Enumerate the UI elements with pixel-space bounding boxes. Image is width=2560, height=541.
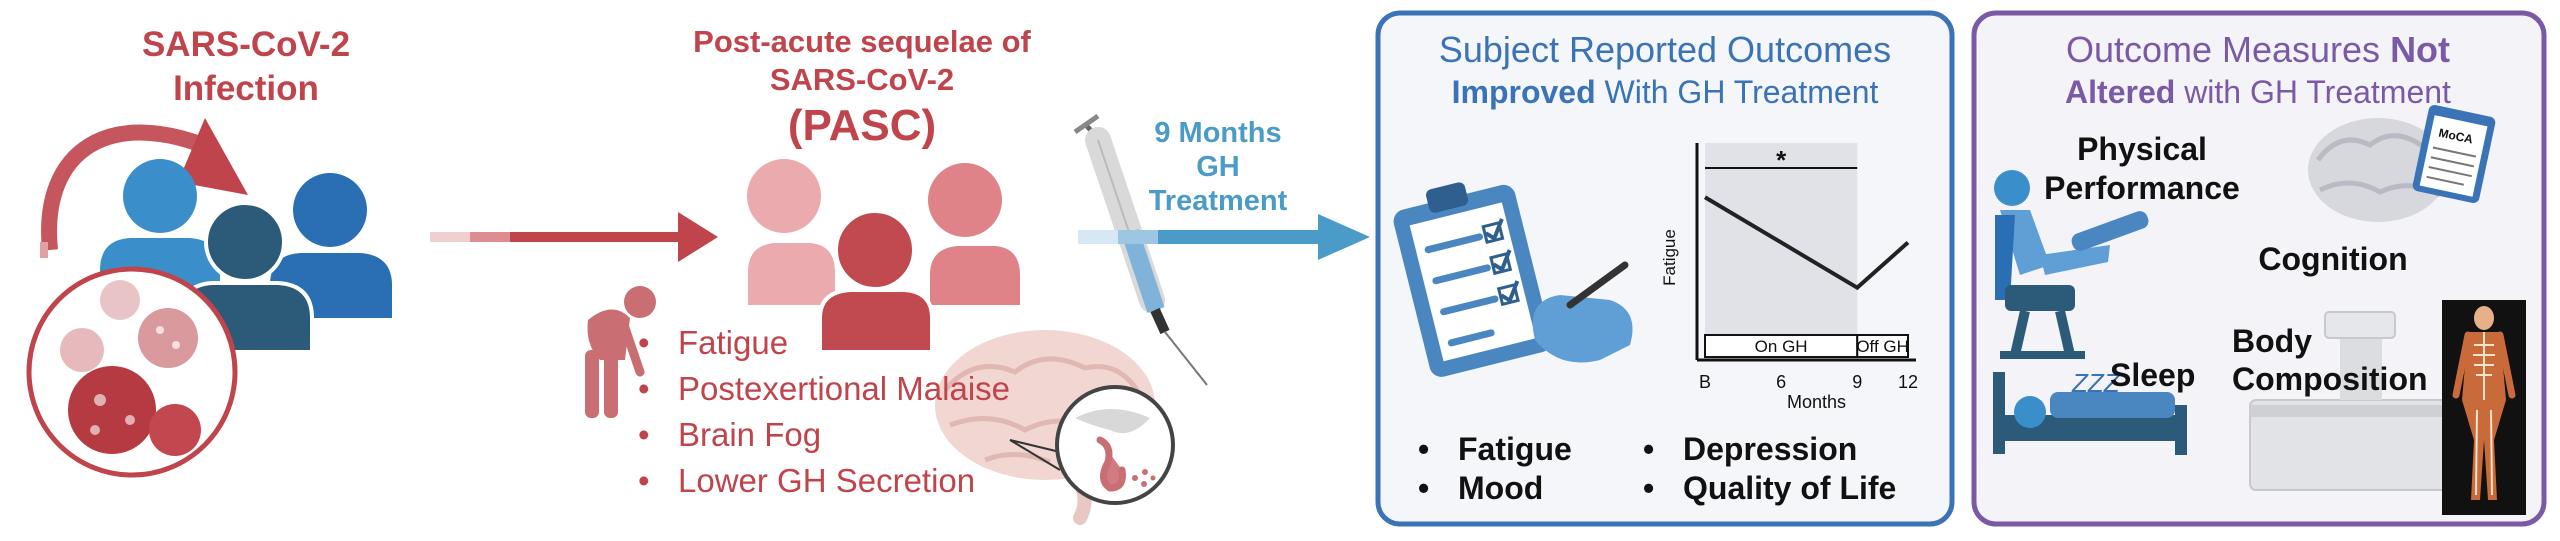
infection-title-line1: SARS-CoV-2 (142, 25, 350, 64)
outcome-measures-word: Outcome Measures (2066, 29, 2390, 70)
hand-icon (1532, 295, 1633, 363)
sleep-bed-icon: ZZZ (1993, 368, 2187, 455)
pasc-title-line2: SARS-CoV-2 (770, 62, 954, 97)
xray-skeleton-icon (2442, 300, 2526, 515)
outcome-item-depression: Depression (1683, 431, 1857, 467)
clipboard-icon (1393, 182, 1633, 377)
treatment-line3: Treatment (1149, 185, 1288, 217)
symptom-list: • Fatigue • Postexertional Malaise • Bra… (638, 324, 1010, 499)
x-tick-label: 9 (1852, 372, 1862, 392)
with-gh-treatment-text-2: with GH Treatment (2175, 74, 2451, 110)
outcome-bullet: • (1418, 470, 1429, 506)
not-word: Not (2390, 29, 2450, 70)
treatment-line2: GH (1196, 151, 1240, 183)
treatment-arrow (1078, 214, 1370, 260)
transmission-arrow (41, 124, 219, 251)
symptom-item: Brain Fog (678, 416, 821, 453)
dexa-scanner-icon (2249, 311, 2451, 491)
with-gh-treatment-text: With GH Treatment (1596, 74, 1879, 110)
syringe-icon (1073, 113, 1208, 386)
pasc-section: Post-acute sequelae of SARS-CoV-2 (PASC) (585, 24, 1175, 525)
x-tick-label: B (1699, 372, 1711, 392)
zzz-icon: ZZZ (2071, 368, 2121, 398)
cognition-label: Cognition (2258, 241, 2407, 277)
off-gh-label: Off GH (1856, 337, 1909, 356)
infection-section: SARS-CoV-2 Infection (26, 25, 392, 478)
outcome-measures-panel: Outcome Measures Not Altered with GH Tre… (1971, 10, 2547, 527)
outcome-measures-title-line2: Altered with GH Treatment (2065, 74, 2451, 110)
pen-icon (1566, 261, 1629, 309)
improved-word: Improved (1452, 74, 1596, 110)
physical-performance-line2: Performance (2044, 170, 2240, 206)
outcome-bullet: • (1643, 431, 1654, 467)
improved-outcomes-list: • Fatigue • Mood • Depression • Quality … (1418, 431, 1896, 506)
subject-outcomes-title-line1: Subject Reported Outcomes (1439, 29, 1891, 70)
outcome-measures-title-line1: Outcome Measures Not (2066, 29, 2450, 70)
physical-performance-line1: Physical (2077, 131, 2207, 167)
x-tick-label: 6 (1776, 372, 1786, 392)
brain-moca-icon: MoCA (2308, 105, 2496, 222)
fatigue-chart: * On GH Off GH B 6 9 12 Months Fatigue (1660, 143, 1918, 412)
subject-outcomes-panel: Subject Reported Outcomes Improved With … (1375, 10, 1955, 527)
y-axis-label: Fatigue (1660, 229, 1679, 286)
tired-person-icon (585, 286, 656, 418)
off-gh-period-box (1856, 334, 1909, 358)
pasc-title-line1: Post-acute sequelae of (693, 24, 1031, 59)
body-composition-line2: Composition (2232, 361, 2428, 397)
symptom-bullet: • (638, 462, 650, 499)
x-tick-label: 12 (1898, 372, 1918, 392)
subject-outcomes-border (1375, 10, 1955, 527)
transmission-arrowhead (178, 118, 248, 195)
symptom-item: Postexertional Malaise (678, 370, 1010, 407)
exercise-bike-icon (1994, 170, 2149, 359)
subject-outcomes-title-line2: Improved With GH Treatment (1452, 74, 1879, 110)
pasc-people-icon (747, 159, 1020, 354)
progression-arrow (430, 212, 718, 262)
treatment-section: 9 Months GH Treatment (1073, 113, 1370, 386)
outcome-bullet: • (1643, 470, 1654, 506)
altered-word: Altered (2065, 74, 2175, 110)
outcome-bullet: • (1418, 431, 1429, 467)
symptom-bullet: • (638, 324, 650, 361)
sleep-label: Sleep (2110, 357, 2195, 393)
symptom-item: Lower GH Secretion (678, 462, 975, 499)
symptom-bullet: • (638, 370, 650, 407)
outcome-item-mood: Mood (1458, 470, 1543, 506)
virus-icon (26, 266, 238, 478)
symptom-item: Fatigue (678, 324, 788, 361)
x-axis-label: Months (1787, 392, 1846, 412)
on-gh-shaded-region (1705, 143, 1858, 360)
significance-marker: * (1776, 145, 1787, 175)
on-gh-label: On GH (1755, 337, 1808, 356)
fatigue-series-line (1703, 195, 1910, 291)
pasc-title-line3: (PASC) (788, 101, 936, 150)
outcome-item-fatigue: Fatigue (1458, 431, 1572, 467)
symptom-bullet: • (638, 416, 650, 453)
treatment-line1: 9 Months (1154, 117, 1281, 149)
pituitary-magnifier-icon (1009, 385, 1175, 505)
infection-title-line2: Infection (173, 69, 319, 108)
outcome-item-quality-of-life: Quality of Life (1683, 470, 1896, 506)
body-composition-line1: Body (2232, 323, 2312, 359)
